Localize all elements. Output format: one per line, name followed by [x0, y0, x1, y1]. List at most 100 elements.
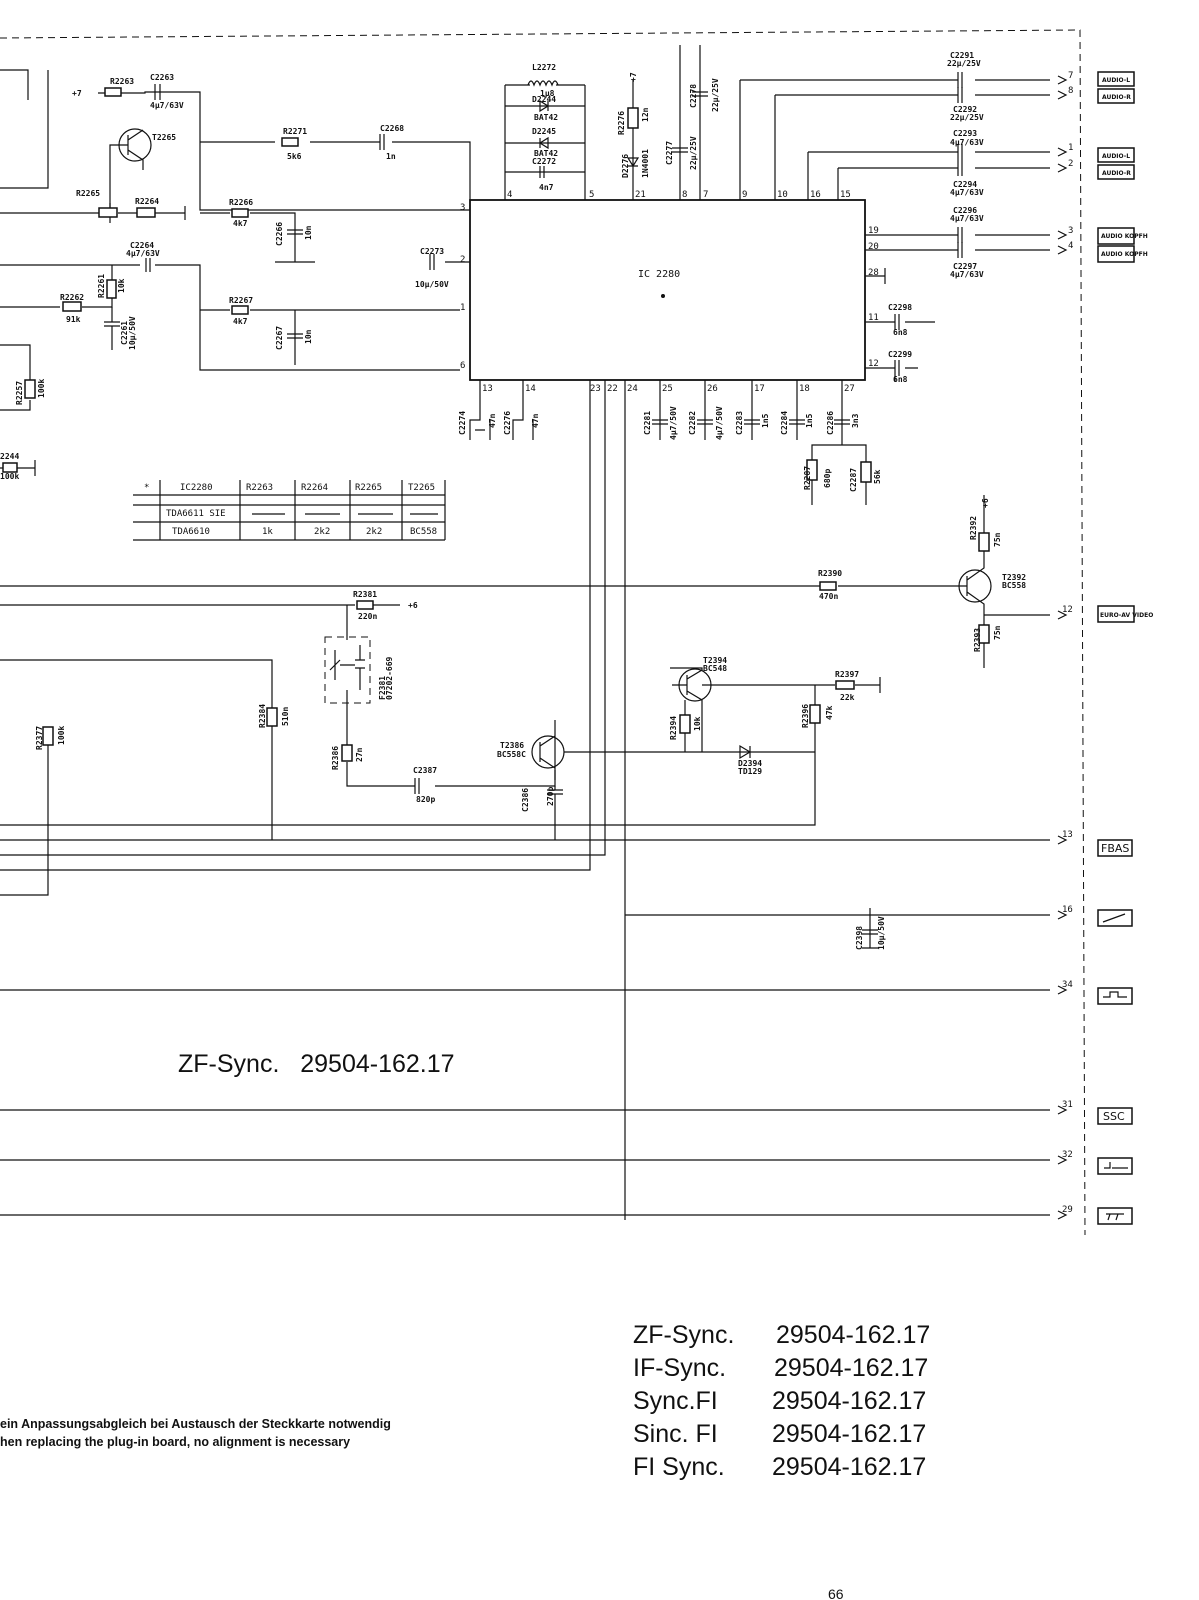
label-c2282v: 4µ7/50V	[715, 406, 724, 440]
d2245-diode	[538, 136, 549, 150]
label-l2272: L2272	[532, 63, 556, 72]
label-c2277v: 22µ/25V	[689, 136, 698, 170]
r2266-resistor	[231, 208, 249, 218]
ic-pin-bottom-3: 22	[607, 384, 618, 394]
label-r2276: R2276	[617, 111, 626, 135]
table-header-0: *	[144, 483, 149, 493]
label-t2386: T2386	[500, 741, 524, 750]
label-d2244: D2244	[532, 95, 556, 104]
label-r2397v: 22k	[840, 693, 855, 702]
r2377-resistor	[42, 726, 54, 746]
r2390-resistor	[819, 581, 837, 591]
variant-1-code: 29504-162.17	[774, 1354, 928, 1382]
variant-3-code: 29504-162.17	[772, 1420, 926, 1448]
label-c2284v: 1n5	[805, 413, 814, 428]
conn-audio-kopfh-2: AUDIO KOPFH	[1101, 251, 1148, 258]
ic-pin-leads	[0, 80, 950, 1220]
ic-2280-label: IC 2280	[638, 269, 680, 280]
conn-audio-r-1: AUDIO-R	[1102, 94, 1131, 101]
r2384-resistor	[266, 707, 278, 727]
conn-fbas: FBAS	[1101, 842, 1129, 855]
schematic-title: ZF-Sync. 29504-162.17	[178, 1050, 455, 1078]
label-c2297v: 4µ7/63V	[950, 270, 984, 279]
label-c2387v: 820p	[416, 795, 435, 804]
connector-pins: 7 8 1 2 3 4 12 13 16 34 31 32 29	[1057, 71, 1073, 1220]
filter-block	[504, 45, 708, 195]
conn-ssc: SSC	[1103, 1110, 1125, 1123]
pin-13: 13	[1062, 830, 1073, 840]
table-r2-c1: TDA6610	[172, 527, 210, 537]
table-header-5: T2265	[408, 483, 435, 493]
ic-pin-top-5: 9	[742, 190, 747, 200]
label-c2278v: 22µ/25V	[711, 78, 720, 112]
label-r2244v: 100k	[0, 472, 19, 481]
conn-audio-l-2: AUDIO-L	[1102, 153, 1130, 160]
label-c2296v: 4µ7/63V	[950, 214, 984, 223]
conn-audio-r-2: AUDIO-R	[1102, 170, 1131, 177]
pin-32: 32	[1062, 1150, 1073, 1160]
label-c2277: C2277	[665, 141, 674, 165]
label-c2298: C2298	[888, 303, 912, 312]
label-c2287: C2287	[849, 468, 858, 492]
label-c2299: C2299	[888, 350, 912, 359]
ic-pin-top-0: 4	[507, 190, 512, 200]
label-r2287v: 680p	[823, 469, 832, 488]
pin-29: 29	[1062, 1205, 1073, 1215]
note-german: ein Anpassungsabgleich bei Austausch der…	[0, 1417, 391, 1431]
label-d2276v: 1N4001	[641, 149, 650, 178]
label-c2273: C2273	[420, 247, 444, 256]
ic-pin-top-6: 10	[777, 190, 788, 200]
label-c2263v: 4µ7/63V	[150, 101, 184, 110]
label-r2392v: 75n	[993, 532, 1002, 547]
variant-0-name: ZF-Sync.	[633, 1321, 734, 1349]
label-r2392: R2392	[969, 516, 978, 540]
ic-pin-right-4: 12	[868, 359, 879, 369]
label-t2394: T2394	[703, 656, 727, 665]
ic-pin-numbers: 4 5 21 8 7 9 10 16 15 3 2 1 6 19 20 28 1…	[460, 190, 879, 394]
label-c2387: C2387	[413, 766, 437, 775]
label-c2267v: 10n	[304, 329, 313, 344]
label-d2394v: TD129	[738, 767, 762, 776]
ic-pin-right-0: 19	[868, 226, 879, 236]
label-c2268v: 1n	[386, 152, 396, 161]
label-r2257: R2257	[15, 381, 24, 405]
label-c2293v: 4µ7/63V	[950, 138, 984, 147]
label-r2261: R2261	[97, 274, 106, 298]
ic-pin-bottom-7: 17	[754, 384, 765, 394]
label-l2272v: 1µ8	[540, 89, 555, 98]
pin-16: 16	[1062, 905, 1073, 915]
label-c2386: C2386	[521, 788, 530, 812]
r2262-resistor	[62, 301, 82, 312]
label-c2273v: 10µ/50V	[415, 280, 449, 289]
audio-outputs	[740, 72, 1050, 258]
label-t2392v: BC558	[1002, 581, 1026, 590]
ic-pin-left-1: 2	[460, 255, 465, 265]
component-labels: R2263 C2263 4µ7/63V +7 T2265 R2265 R2264…	[0, 51, 1026, 950]
label-c2291: C2291	[950, 51, 974, 60]
label-c2276: C2276	[503, 411, 512, 435]
label-c2296: C2296	[953, 206, 977, 215]
table-header-3: R2264	[301, 483, 328, 493]
label-c2274: C2274	[458, 411, 467, 435]
label-r2381v: 220n	[358, 612, 377, 621]
ic-pin-bottom-2: 23	[590, 384, 601, 394]
variant-table-row-2: TDA6610 1k 2k2 2k2 BC558	[172, 527, 437, 537]
conn-audio-l-1: AUDIO-L	[1102, 77, 1130, 84]
label-r2393: R2393	[973, 628, 982, 652]
table-r1-c1: TDA6611 SIE	[166, 509, 226, 519]
pin-2: 2	[1068, 159, 1073, 169]
label-t2265: T2265	[152, 133, 176, 142]
ic-pin-left-2: 1	[460, 303, 465, 313]
ic-pin-top-1: 5	[589, 190, 594, 200]
label-c2283: C2283	[735, 411, 744, 435]
pin-31: 31	[1062, 1100, 1073, 1110]
label-plus6b: +6	[408, 601, 418, 610]
label-c2266v: 10n	[304, 225, 313, 240]
ic-pin-top-7: 16	[810, 190, 821, 200]
conn-audio-kopfh-1: AUDIO KOPFH	[1101, 233, 1148, 240]
label-c2292v: 22µ/25V	[950, 113, 984, 122]
label-c2272: C2272	[532, 157, 556, 166]
label-c2292: C2292	[953, 105, 977, 114]
label-c2298v: 6n8	[893, 328, 908, 337]
